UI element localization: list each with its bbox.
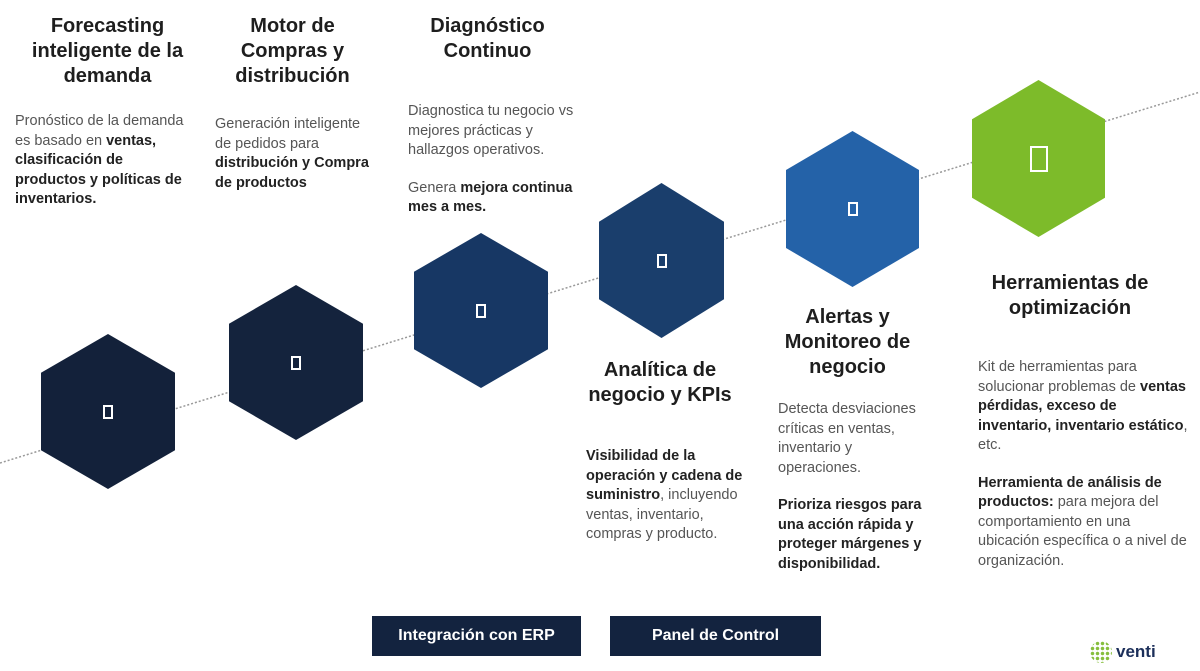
description-paragraph: Genera mejora continua mes a mes. [408,179,588,218]
description-paragraph: Pronóstico de la demanda es basado en ve… [15,112,190,210]
emphasis-text: Prioriza riesgos para una acción rápida … [778,497,922,572]
step-description: Kit de herramientas para solucionar prob… [978,358,1188,589]
emphasis-text: mejora continua mes a mes. [408,179,573,216]
purchase-icon [291,355,301,370]
step-description: Generación inteligente de pedidos para d… [215,115,380,211]
step-description: Detecta desviaciones críticas en ventas,… [778,400,938,592]
step-title: Diagnóstico Continuo [430,15,545,62]
emphasis-text: ventas, clasificación de productos y pol… [15,132,182,208]
emphasis-text: Herramienta de análisis de productos: [978,474,1162,511]
step-title: Analítica de negocio y KPIs [588,359,732,406]
step-description: Visibilidad de la operación y cadena de … [586,447,756,563]
step-hexagon [229,285,363,440]
step-description: Pronóstico de la demanda es basado en ve… [15,112,190,228]
body-text: Genera [408,179,461,196]
description-paragraph: Herramienta de análisis de productos: pa… [978,474,1188,572]
step-title: Alertas y Monitoreo de negocio [784,306,911,378]
emphasis-text: ventas pérdidas, exceso de inventario, i… [978,378,1186,434]
emphasis-text: Visibilidad de la operación y cadena de … [586,448,743,503]
body-text: Diagnostica tu negocio vs mejores prácti… [408,103,574,158]
body-text: , etc. [978,417,1188,454]
diagnostic-icon [476,303,486,318]
body-text: , incluyendo ventas, inventario, compras… [586,487,738,542]
step-hexagon [41,334,175,489]
body-text: Kit de herramientas para solucionar prob… [978,359,1141,395]
step-title: Herramientas de optimización [991,272,1149,319]
step-description: Diagnostica tu negocio vs mejores prácti… [408,102,588,236]
description-paragraph: Generación inteligente de pedidos para d… [215,115,380,193]
body-text: Generación inteligente de pedidos para [215,116,361,152]
logo-dots-icon [1090,641,1112,663]
control-panel-button[interactable]: Panel de Control [610,616,821,656]
body-text: Pronóstico de la demanda es basado en [15,113,184,149]
body-text: para mejora del comportamiento en una ub… [978,494,1187,569]
body-text: Detecta desviaciones críticas en ventas,… [778,401,916,476]
forecast-icon [103,404,113,419]
venti-logo: venti [1090,641,1156,663]
analytics-icon [656,253,667,268]
step-title: Motor de Compras y distribución [235,15,350,87]
description-paragraph: Visibilidad de la operación y cadena de … [586,447,756,545]
logo-text: venti [1116,642,1156,661]
description-paragraph: Detecta desviaciones críticas en ventas,… [778,400,938,478]
description-paragraph: Prioriza riesgos para una acción rápida … [778,496,938,574]
description-paragraph: Diagnostica tu negocio vs mejores prácti… [408,102,588,161]
step-title: Forecasting inteligente de la demanda [31,15,184,87]
erp-integration-button[interactable]: Integración con ERP [372,616,581,656]
emphasis-text: distribución y Compra de productos [215,155,369,191]
step-hexagon [786,131,919,287]
alert-icon [847,202,858,216]
tools-icon [1029,145,1048,172]
description-paragraph: Kit de herramientas para solucionar prob… [978,358,1188,456]
